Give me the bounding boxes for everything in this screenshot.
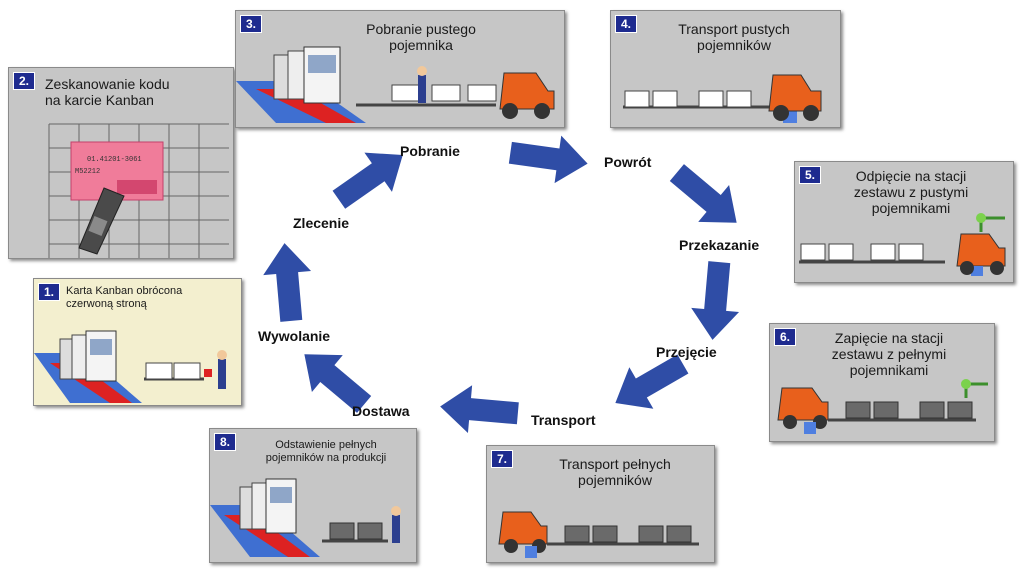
- arrow-pobranie-powrot: [507, 128, 591, 188]
- panel-7-transport-full: 7. Transport pełnych pojemników: [486, 445, 715, 563]
- arrow-przekazanie-przejecie: [688, 260, 744, 342]
- transport-full-illustration: [498, 511, 699, 558]
- step-number: 8.: [214, 433, 237, 451]
- arrow-powrot-przekazanie: [661, 154, 753, 242]
- panel-title: Odpięcie na stacji zestawu z pustymi poj…: [853, 168, 969, 217]
- stage-zlecenie: Zlecenie: [293, 215, 350, 231]
- transport-empty-illustration: [623, 74, 822, 123]
- stage-transport: Transport: [531, 412, 596, 428]
- panel-title: Zeskanowanie kodu na karcie Kanban: [45, 76, 170, 109]
- attach-illustration: [777, 379, 988, 434]
- panel-title: Transport pustych pojemników: [678, 21, 790, 54]
- scanner-icon: [78, 187, 125, 255]
- step-number: 6.: [774, 328, 797, 346]
- detach-illustration: [799, 213, 1006, 276]
- stage-przejecie: Przejęcie: [656, 344, 717, 360]
- arrow-transport-dostawa: [438, 382, 520, 438]
- panel-title: Karta Kanban obrócona czerwoną stroną: [66, 285, 183, 310]
- kanban-card-code: 01.41201-3061: [87, 156, 142, 164]
- panel-6-attach: 6. Zapięcie na stacji zestawu z pełnymi …: [769, 323, 995, 442]
- step-number: 7.: [491, 450, 514, 468]
- panel-5-detach: 5. Odpięcie na stacji zestawu z pustymi …: [794, 161, 1014, 283]
- kanban-board-illustration: [48, 123, 229, 258]
- step-number: 4.: [615, 15, 638, 33]
- panel-4-transport-empty: 4. Transport pustych pojemników: [610, 10, 841, 128]
- panel-title: Transport pełnych pojemników: [559, 456, 671, 489]
- panel-1-kanban-card: 1. Karta Kanban obrócona czerwoną stroną: [33, 278, 242, 406]
- pickup-illustration: [236, 46, 555, 123]
- stage-powrot: Powrót: [604, 154, 652, 170]
- step-number: 5.: [799, 166, 822, 184]
- panel-title: Odstawienie pełnych pojemników na produk…: [265, 439, 387, 464]
- panel-title: Pobranie pustego pojemnika: [366, 21, 476, 54]
- panel-8-delivery: 8. Odstawienie pełnych pojemników na pro…: [209, 428, 417, 563]
- step-number: 3.: [240, 15, 263, 33]
- arrow-wywolanie-zlecenie: [260, 241, 316, 323]
- step-number: 1.: [38, 283, 61, 301]
- step-number: 2.: [13, 72, 36, 90]
- stage-wywolanie: Wywolanie: [258, 328, 331, 344]
- panel-3-pickup: 3. Pobranie pustego pojemnika: [235, 10, 565, 128]
- delivery-illustration: [210, 478, 401, 557]
- kanban-card-code-2: M52212: [75, 168, 101, 176]
- panel-2-scan: 2. Zeskanowanie kodu na karcie Kanban 01…: [8, 67, 234, 259]
- stage-dostawa: Dostawa: [352, 403, 410, 419]
- stage-przekazanie: Przekazanie: [679, 237, 760, 253]
- panel-title: Zapięcie na stacji zestawu z pełnymi poj…: [831, 330, 947, 379]
- stage-pobranie: Pobranie: [400, 143, 460, 159]
- kanban-card-station-illustration: [34, 330, 227, 403]
